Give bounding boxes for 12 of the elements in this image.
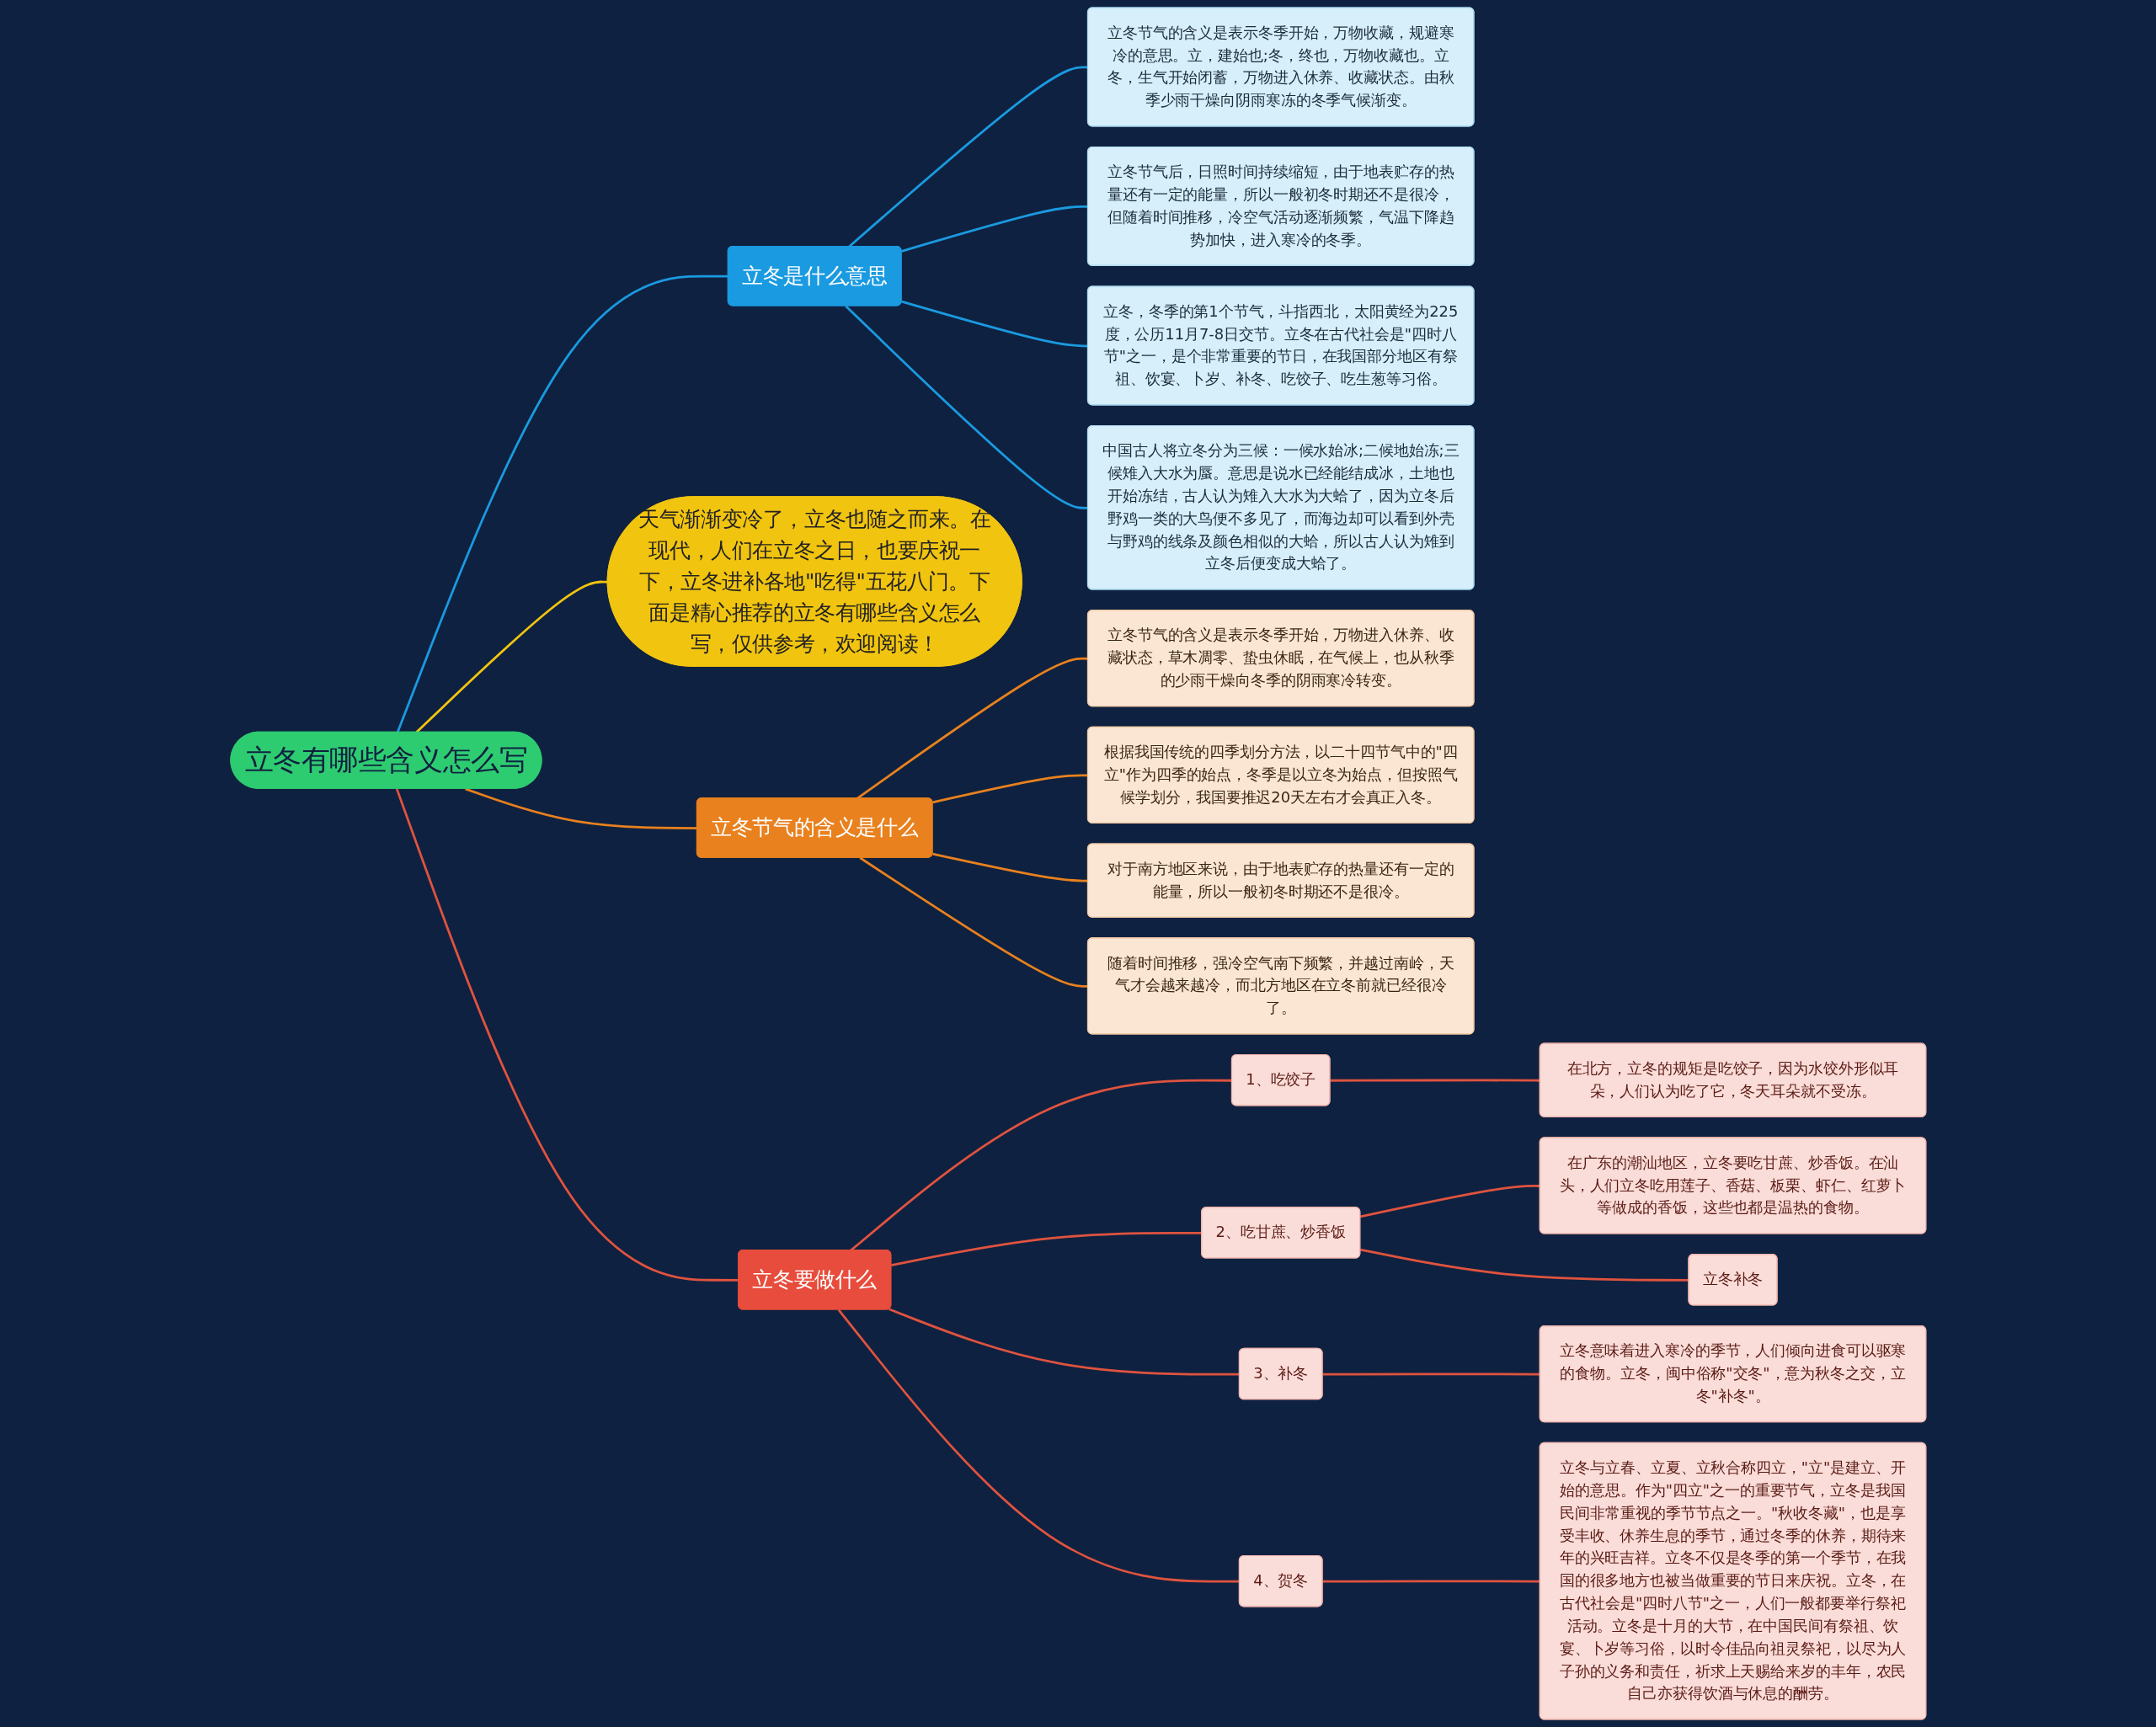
connector	[900, 205, 1088, 253]
connector	[415, 580, 608, 733]
connector	[837, 1309, 1240, 1583]
connector	[859, 856, 1088, 988]
connector	[888, 1308, 1240, 1376]
connector	[931, 774, 1088, 804]
connector	[900, 300, 1088, 348]
connector	[395, 788, 739, 1282]
connector	[931, 852, 1088, 882]
connector	[464, 787, 697, 829]
connector	[844, 305, 1088, 509]
connector	[890, 1231, 1202, 1266]
